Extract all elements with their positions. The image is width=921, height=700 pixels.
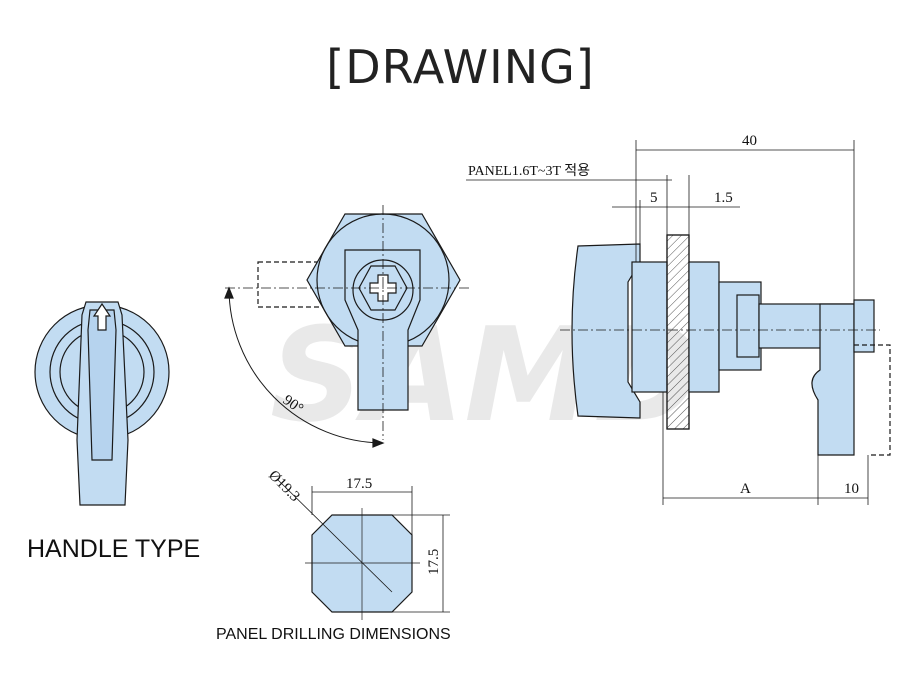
hex-shaft (736, 294, 760, 358)
cam-width-label: 10 (844, 481, 859, 497)
panel-section (666, 234, 690, 430)
screw-end (853, 299, 875, 353)
side-view (466, 140, 891, 505)
housing (688, 261, 720, 393)
rotated-handle-outline (257, 261, 339, 308)
handle-top-view (224, 205, 470, 448)
diameter-label: Ø19.3 (265, 468, 303, 506)
panel-note: PANEL1.6T~3T 적용 (468, 163, 590, 179)
drill-height-label: 17.5 (426, 549, 442, 575)
nut-thickness-label: 5 (650, 190, 658, 206)
handle-grip (87, 309, 117, 461)
drill-width-label: 17.5 (346, 476, 372, 492)
nut (631, 261, 668, 393)
rotation-arc (228, 287, 384, 444)
arc-arrow-icon (372, 438, 385, 448)
cam (811, 303, 855, 456)
arrow-up-icon (92, 302, 112, 331)
overall-length-label: 40 (742, 133, 757, 149)
knob (571, 243, 641, 419)
arc-arrow-icon (224, 286, 234, 299)
panel-drilling-shape (277, 479, 450, 620)
page-title: [DRAWING] (326, 40, 595, 94)
handle-front-view (34, 301, 170, 506)
length-a-label: A (740, 481, 751, 497)
panel-gap-label: 1.5 (714, 190, 733, 206)
drilling-caption: PANEL DRILLING DIMENSIONS (216, 626, 451, 643)
diameter-leader (277, 479, 393, 593)
alt-cam-outline (854, 344, 891, 456)
handle-type-label: HANDLE TYPE (27, 535, 201, 563)
